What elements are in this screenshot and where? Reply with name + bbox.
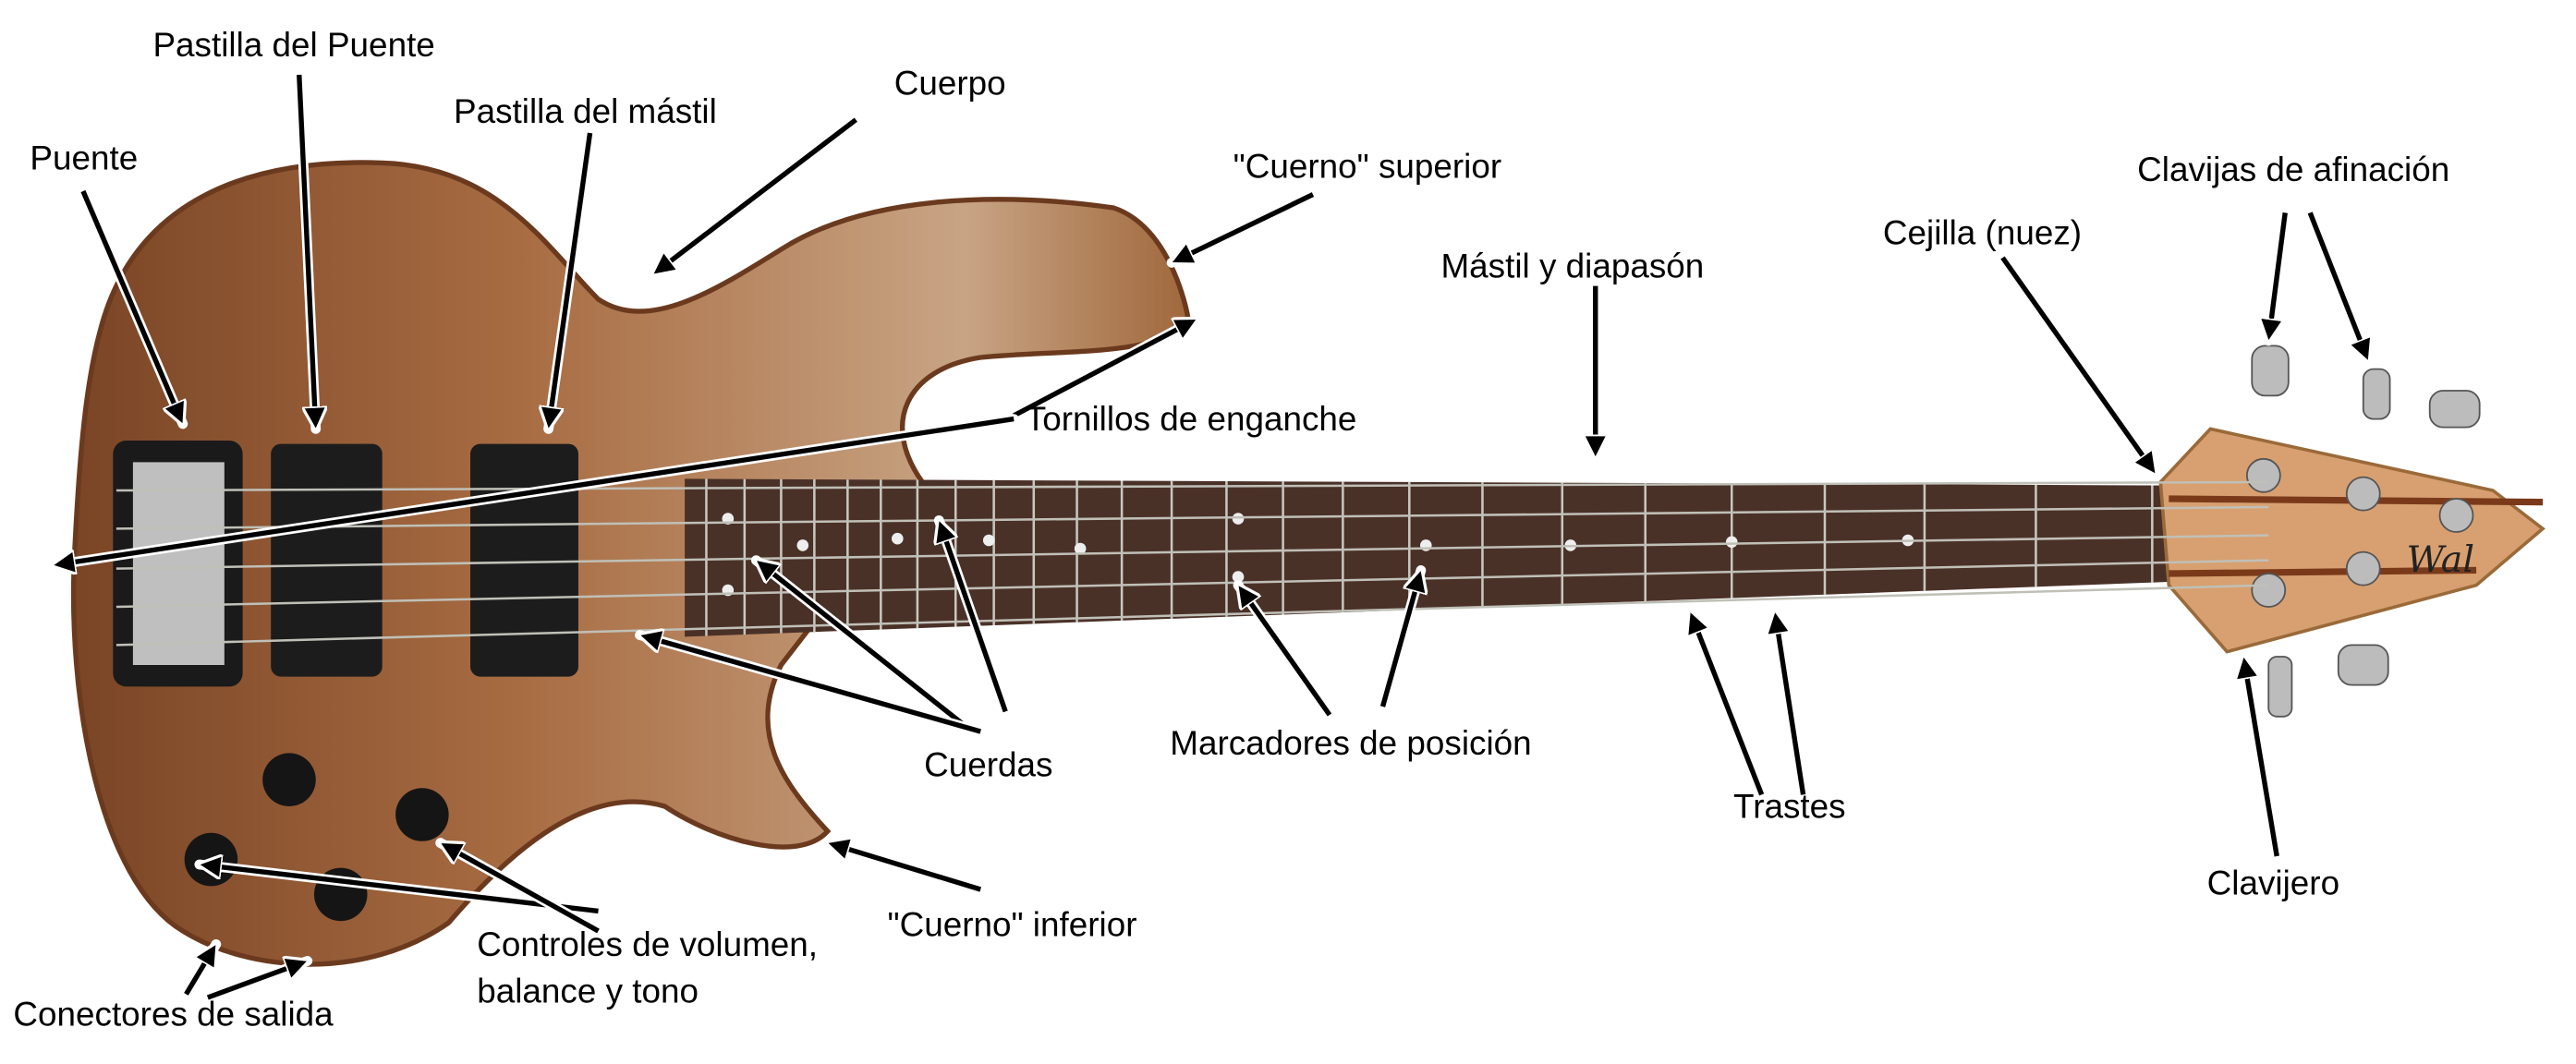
label-conectores: Conectores de salida xyxy=(13,996,334,1034)
frets xyxy=(705,478,2154,636)
label-cejilla: Cejilla (nuez) xyxy=(1883,214,2082,252)
arrow xyxy=(2268,212,2288,341)
arrow xyxy=(1379,570,1421,707)
position-marker xyxy=(1232,513,1245,525)
label-clavijas: Clavijas de afinación xyxy=(2137,151,2449,188)
label-marcadores: Marcadores de posición xyxy=(1170,724,1531,762)
headstock xyxy=(2158,427,2546,654)
knob-tone xyxy=(184,832,238,887)
arrow xyxy=(54,416,1015,565)
bridge-pickup xyxy=(271,443,383,677)
arrow xyxy=(184,944,215,996)
arrow xyxy=(206,961,308,1000)
arrow xyxy=(1172,192,1315,263)
arrow xyxy=(2000,256,2155,474)
arrow xyxy=(80,189,183,424)
guitar-body xyxy=(70,160,1191,967)
arrow xyxy=(640,635,981,734)
knob-volume xyxy=(262,753,316,806)
arrow xyxy=(2243,657,2279,857)
arrow xyxy=(756,561,974,734)
position-marker xyxy=(1725,536,1738,549)
arrow xyxy=(1690,611,1765,796)
knob-balance xyxy=(395,788,449,841)
brand-logo: Wal xyxy=(2407,538,2474,581)
label-controles-line2: balance y tono xyxy=(477,972,699,1010)
neck-pickup xyxy=(470,443,578,677)
label-controles-line1: Controles de volumen, xyxy=(477,925,818,963)
arrow xyxy=(653,117,857,274)
arrow xyxy=(1238,586,1332,717)
arrow xyxy=(939,520,1008,713)
position-marker xyxy=(1074,542,1087,555)
label-puente: Puente xyxy=(30,139,138,177)
label-cuerno-inferior: "Cuerno" inferior xyxy=(888,905,1137,943)
tuning-pegs xyxy=(2245,345,2481,718)
arrow xyxy=(549,132,593,429)
arrow xyxy=(297,74,316,429)
arrow xyxy=(200,864,599,914)
label-tornillos: Tornillos de enganche xyxy=(1026,400,1357,438)
position-marker xyxy=(892,532,904,545)
label-cuerno-superior: "Cuerno" superior xyxy=(1233,148,1501,186)
label-pastilla-puente: Pastilla del Puente xyxy=(152,26,434,64)
strings xyxy=(115,480,2269,647)
label-pastilla-mastil: Pastilla del mástil xyxy=(454,92,717,130)
label-cuerdas: Cuerdas xyxy=(924,746,1052,784)
label-clavijero: Clavijero xyxy=(2207,864,2339,901)
arrow xyxy=(2307,212,2368,360)
fretboard xyxy=(685,478,2169,637)
arrow xyxy=(441,843,600,934)
callout-arrows xyxy=(48,69,2369,1003)
position-marker xyxy=(1232,571,1245,583)
arrow xyxy=(1775,611,1806,795)
arrow xyxy=(1012,320,1197,418)
label-mastil: Mástil y diapasón xyxy=(1440,248,1704,285)
arrow xyxy=(828,843,982,892)
label-trastes: Trastes xyxy=(1733,788,1846,826)
label-cuerpo: Cuerpo xyxy=(894,65,1006,103)
position-marker xyxy=(982,534,995,547)
position-marker xyxy=(796,539,809,551)
bridge xyxy=(113,441,243,687)
